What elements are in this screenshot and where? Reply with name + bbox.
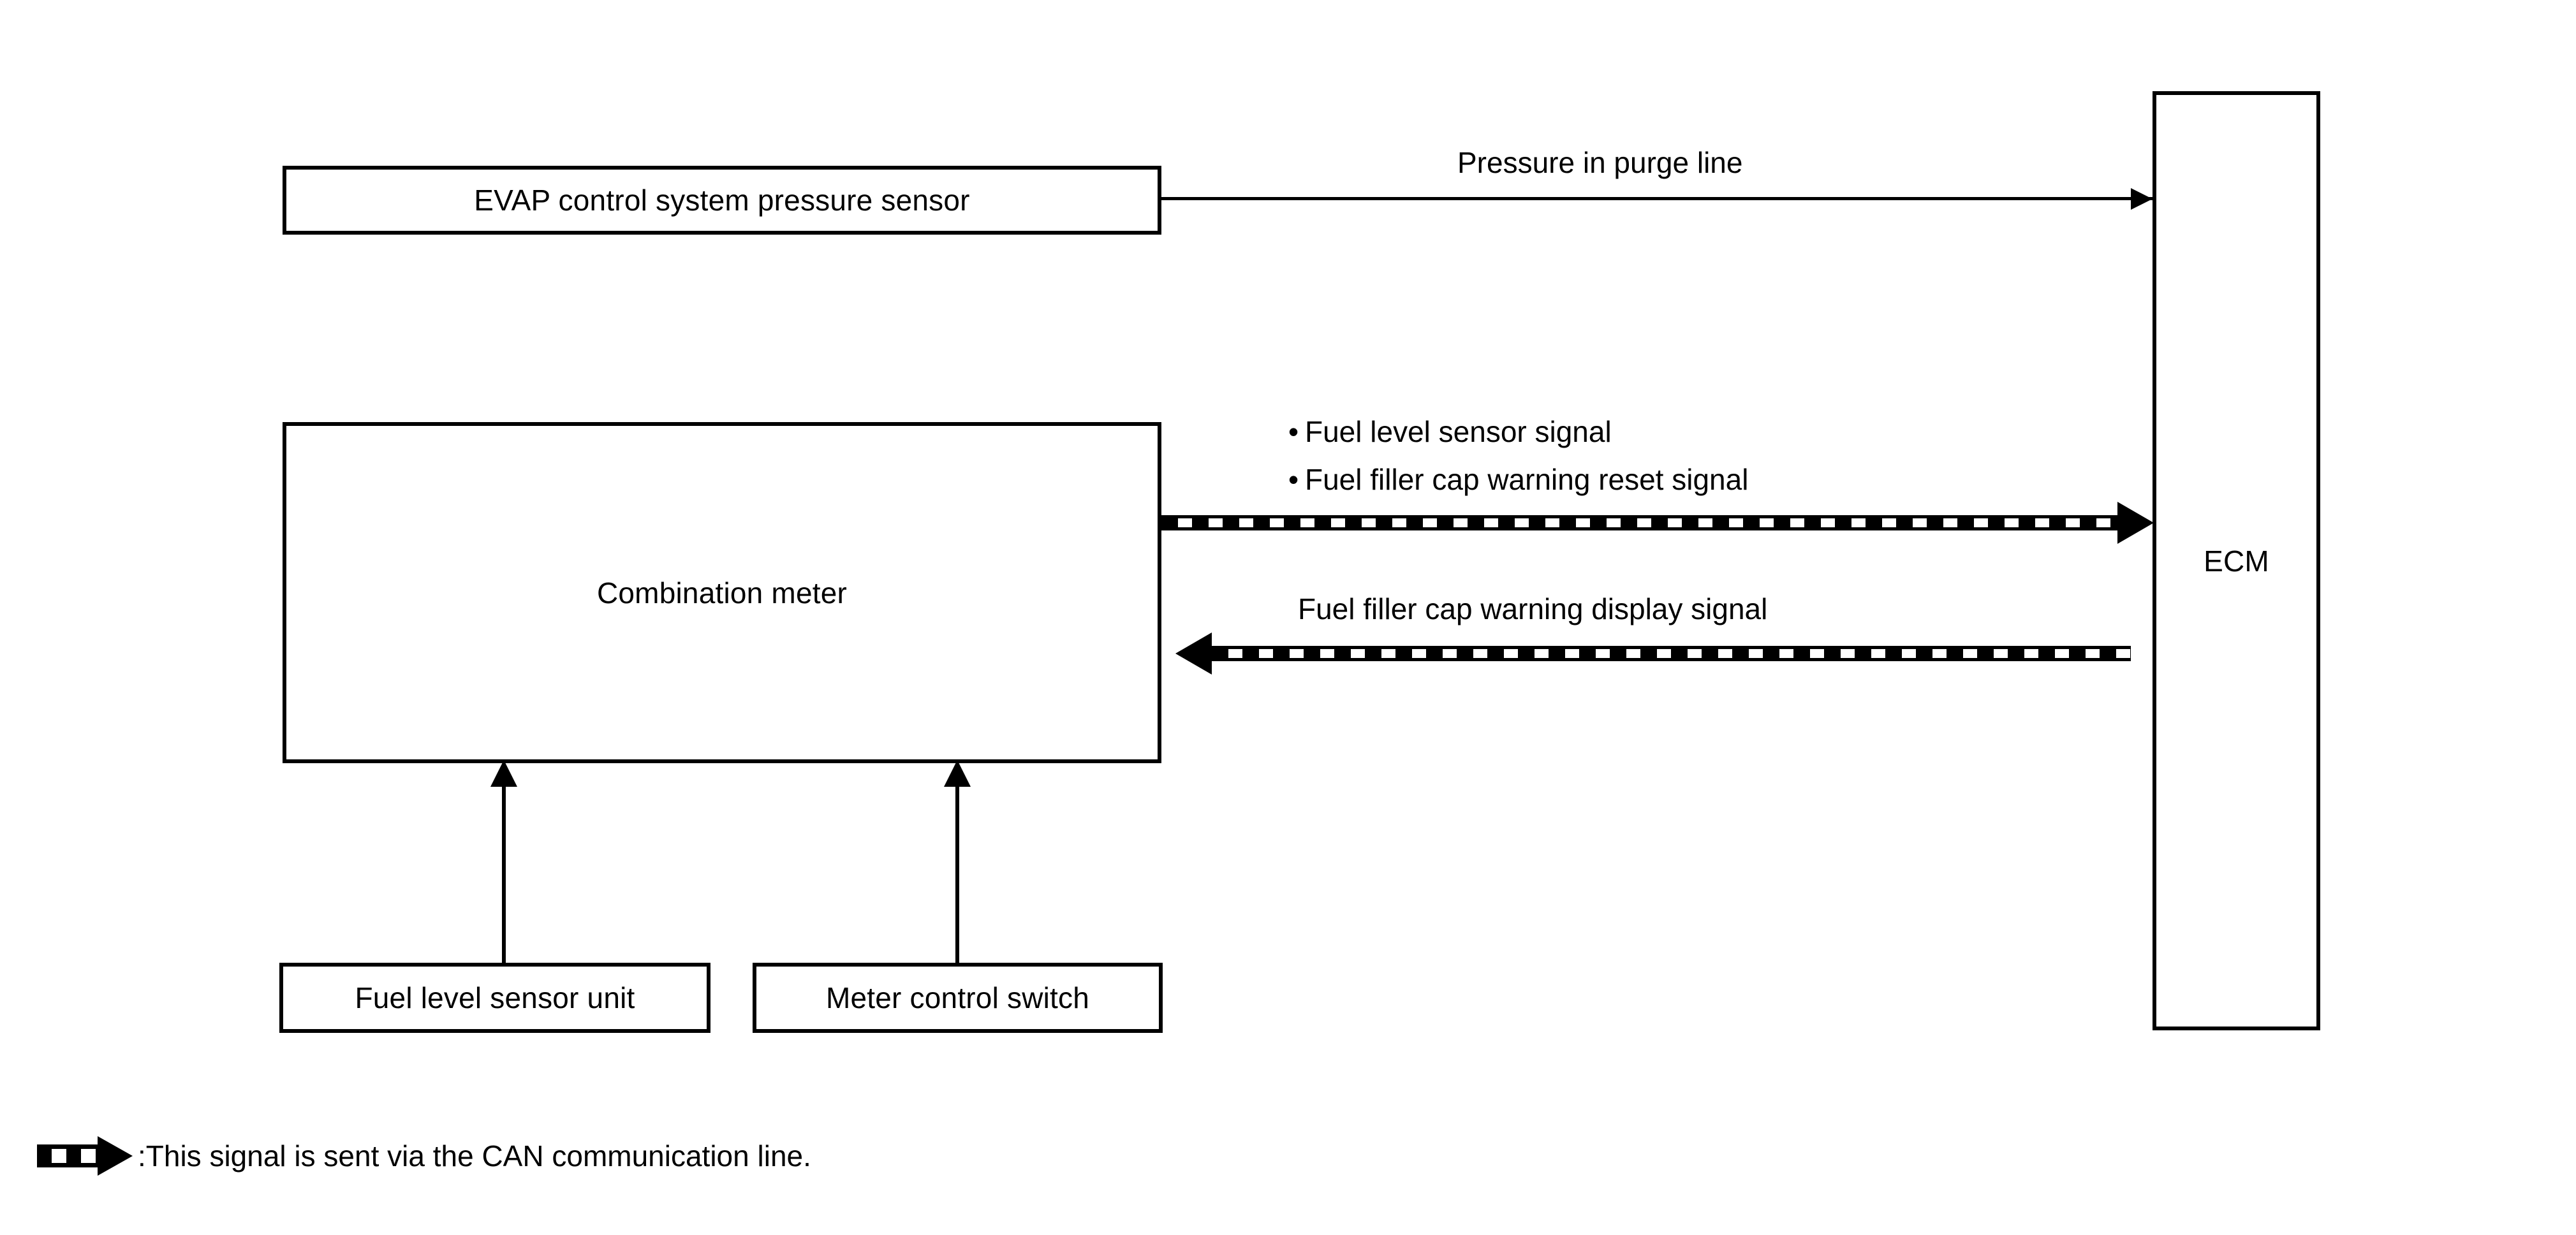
meter-control-switch-box: Meter control switch	[753, 963, 1163, 1033]
combination-meter-label: Combination meter	[596, 576, 848, 610]
can-to-ecm-signal-list: •Fuel level sensor signal •Fuel filler c…	[1288, 408, 1748, 504]
fuel-level-sensor-connector-line	[502, 784, 506, 963]
can-line-meter-to-ecm	[1161, 515, 2131, 530]
pressure-signal-line	[1161, 197, 2153, 200]
legend-arrowhead-icon	[98, 1136, 133, 1176]
bullet-icon: •	[1288, 463, 1299, 496]
can-line-ecm-to-meter	[1212, 646, 2131, 661]
fuel-level-sensor-unit-label: Fuel level sensor unit	[355, 981, 635, 1014]
legend-dashed-bar	[37, 1144, 104, 1167]
meter-control-switch-connector-line	[955, 784, 959, 963]
combination-meter-box: Combination meter	[283, 422, 1161, 763]
ecm-label: ECM	[2204, 544, 2269, 578]
fuel-filler-cap-warning-display-signal-label: Fuel filler cap warning display signal	[1298, 592, 1768, 625]
can-line-to-meter-arrowhead-icon	[1175, 632, 1212, 675]
fuel-level-sensor-arrowhead-icon	[490, 760, 517, 787]
meter-control-switch-label: Meter control switch	[825, 981, 1089, 1014]
signal-list-item-label: Fuel level sensor signal	[1305, 415, 1612, 448]
fuel-level-sensor-unit-box: Fuel level sensor unit	[279, 963, 710, 1033]
evap-control-system-pressure-sensor-box: EVAP control system pressure sensor	[283, 166, 1161, 235]
meter-control-switch-arrowhead-icon	[944, 760, 971, 787]
can-line-to-ecm-arrowhead-icon	[2117, 502, 2154, 544]
legend-text: :This signal is sent via the CAN communi…	[138, 1139, 811, 1173]
legend: :This signal is sent via the CAN communi…	[37, 1136, 811, 1176]
bullet-icon: •	[1288, 415, 1299, 448]
evap-sensor-label: EVAP control system pressure sensor	[474, 184, 970, 217]
signal-list-item: •Fuel level sensor signal	[1288, 408, 1748, 456]
signal-list-item-label: Fuel filler cap warning reset signal	[1305, 463, 1749, 496]
can-bus-arrow-icon	[37, 1136, 133, 1176]
pressure-signal-arrowhead-icon	[2131, 188, 2153, 210]
signal-list-item: •Fuel filler cap warning reset signal	[1288, 456, 1748, 504]
pressure-in-purge-line-label: Pressure in purge line	[1457, 146, 1743, 179]
ecm-box: ECM	[2153, 91, 2320, 1030]
